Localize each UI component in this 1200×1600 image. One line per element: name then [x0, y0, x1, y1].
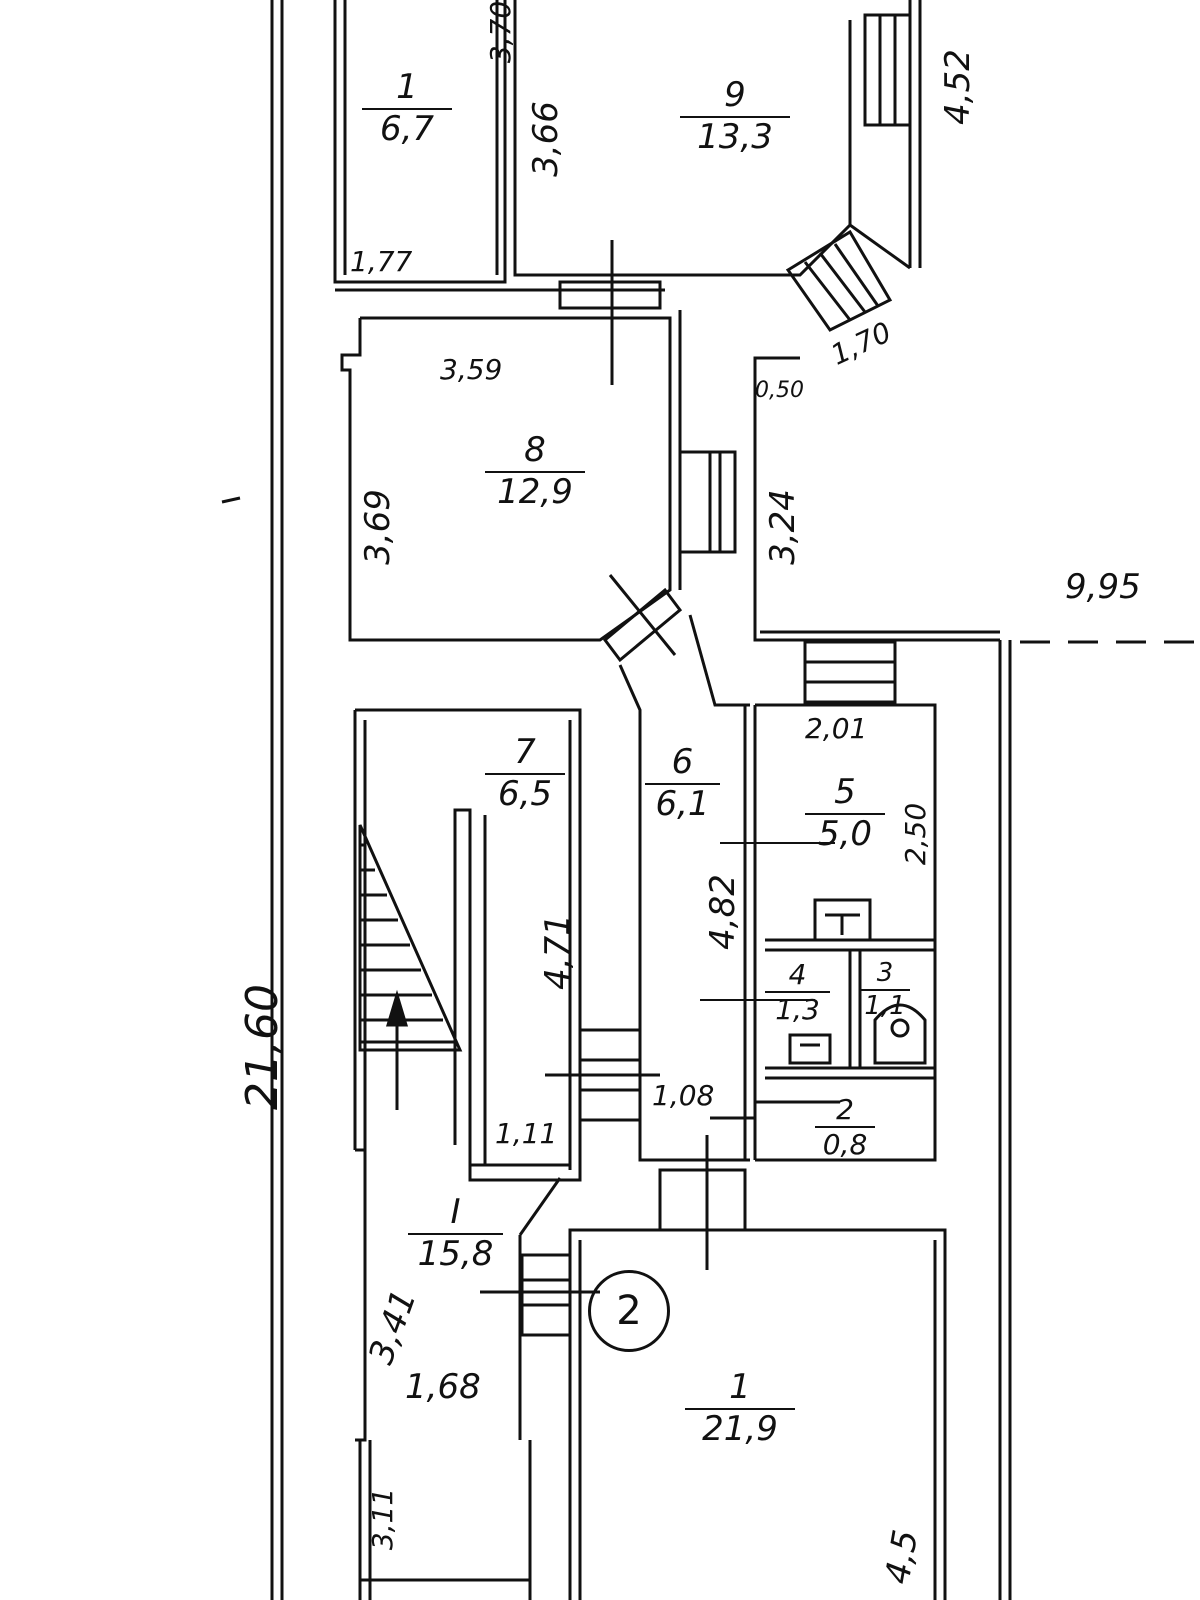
dim-4-52: 4,52 [937, 49, 978, 125]
room-1-top-walls [333, 0, 507, 284]
room-area: 6,1 [655, 783, 710, 824]
dim-1-77: 1,77 [350, 245, 413, 278]
room-area: 1,3 [775, 993, 820, 1027]
room-number: 5 [834, 772, 856, 812]
room-number: 1 [729, 1367, 751, 1407]
dim-3-11: 3,11 [366, 1487, 400, 1551]
room-number: 7 [514, 732, 536, 772]
room-number: 1 [396, 67, 418, 107]
dim-3-69: 3,69 [357, 489, 398, 565]
room-area: 12,9 [497, 471, 573, 512]
angled-window [785, 229, 893, 332]
room-8-window [678, 450, 737, 554]
room-label-3: 3 1,1 [860, 958, 910, 1022]
room-area: 15,8 [417, 1233, 494, 1274]
dim-1-11: 1,11 [495, 1117, 558, 1150]
room-label-1-top: 1 6,7 [362, 67, 452, 149]
room-label-6: 6 6,1 [645, 742, 720, 824]
dim-3-59: 3,59 [440, 353, 503, 386]
dim-4-82: 4,82 [702, 874, 743, 950]
room-area: 1,1 [864, 991, 906, 1022]
room-label-8: 8 12,9 [485, 430, 585, 512]
room-9-walls [513, 0, 852, 277]
circled-marker: 2 [588, 1270, 670, 1352]
room-label-7: 7 6,5 [485, 732, 565, 814]
dim-3-24: 3,24 [762, 489, 803, 565]
dim-4-71: 4,71 [537, 914, 578, 990]
room-label-5: 5 5,0 [805, 772, 885, 854]
room-label-I: I 15,8 [408, 1192, 503, 1274]
marker-number: 2 [616, 1288, 642, 1334]
room-number: 8 [524, 430, 546, 470]
room-9-window [863, 13, 912, 127]
room-area: 13,3 [697, 116, 773, 157]
room-number: I [450, 1192, 461, 1232]
dim-0-50: 0,50 [755, 378, 804, 403]
room-label-9: 9 13,3 [680, 75, 790, 157]
room-number: 6 [671, 742, 694, 782]
room-number: 2 [836, 1093, 854, 1126]
stair-flight [358, 824, 463, 1052]
room-8-walls [340, 316, 672, 642]
room-area: 5,0 [817, 813, 873, 854]
dim-1-08: 1,08 [652, 1079, 715, 1112]
room-area: 0,8 [822, 1128, 868, 1162]
room-number: 4 [788, 958, 807, 991]
dim-3-70: 3,70 [484, 0, 518, 64]
room-label-1-bottom: 1 21,9 [685, 1367, 795, 1449]
room-label-2: 2 0,8 [815, 1095, 875, 1160]
dim-1-68: 1,68 [405, 1367, 481, 1407]
room-area: 6,7 [379, 108, 435, 149]
dim-2-01: 2,01 [805, 712, 868, 745]
dim-21-60: 21,60 [236, 984, 288, 1110]
room-number: 9 [724, 75, 746, 115]
dim-3-66: 3,66 [525, 101, 566, 177]
dim-9-95: 9,95 [1065, 567, 1141, 607]
room-area: 6,5 [497, 773, 553, 814]
room-area: 21,9 [702, 1408, 778, 1449]
room-number: 3 [876, 958, 894, 988]
dim-4-5: 4,5 [877, 1526, 927, 1588]
dim-2-50: 2,50 [899, 802, 933, 866]
room-label-4: 4 1,3 [765, 960, 830, 1025]
